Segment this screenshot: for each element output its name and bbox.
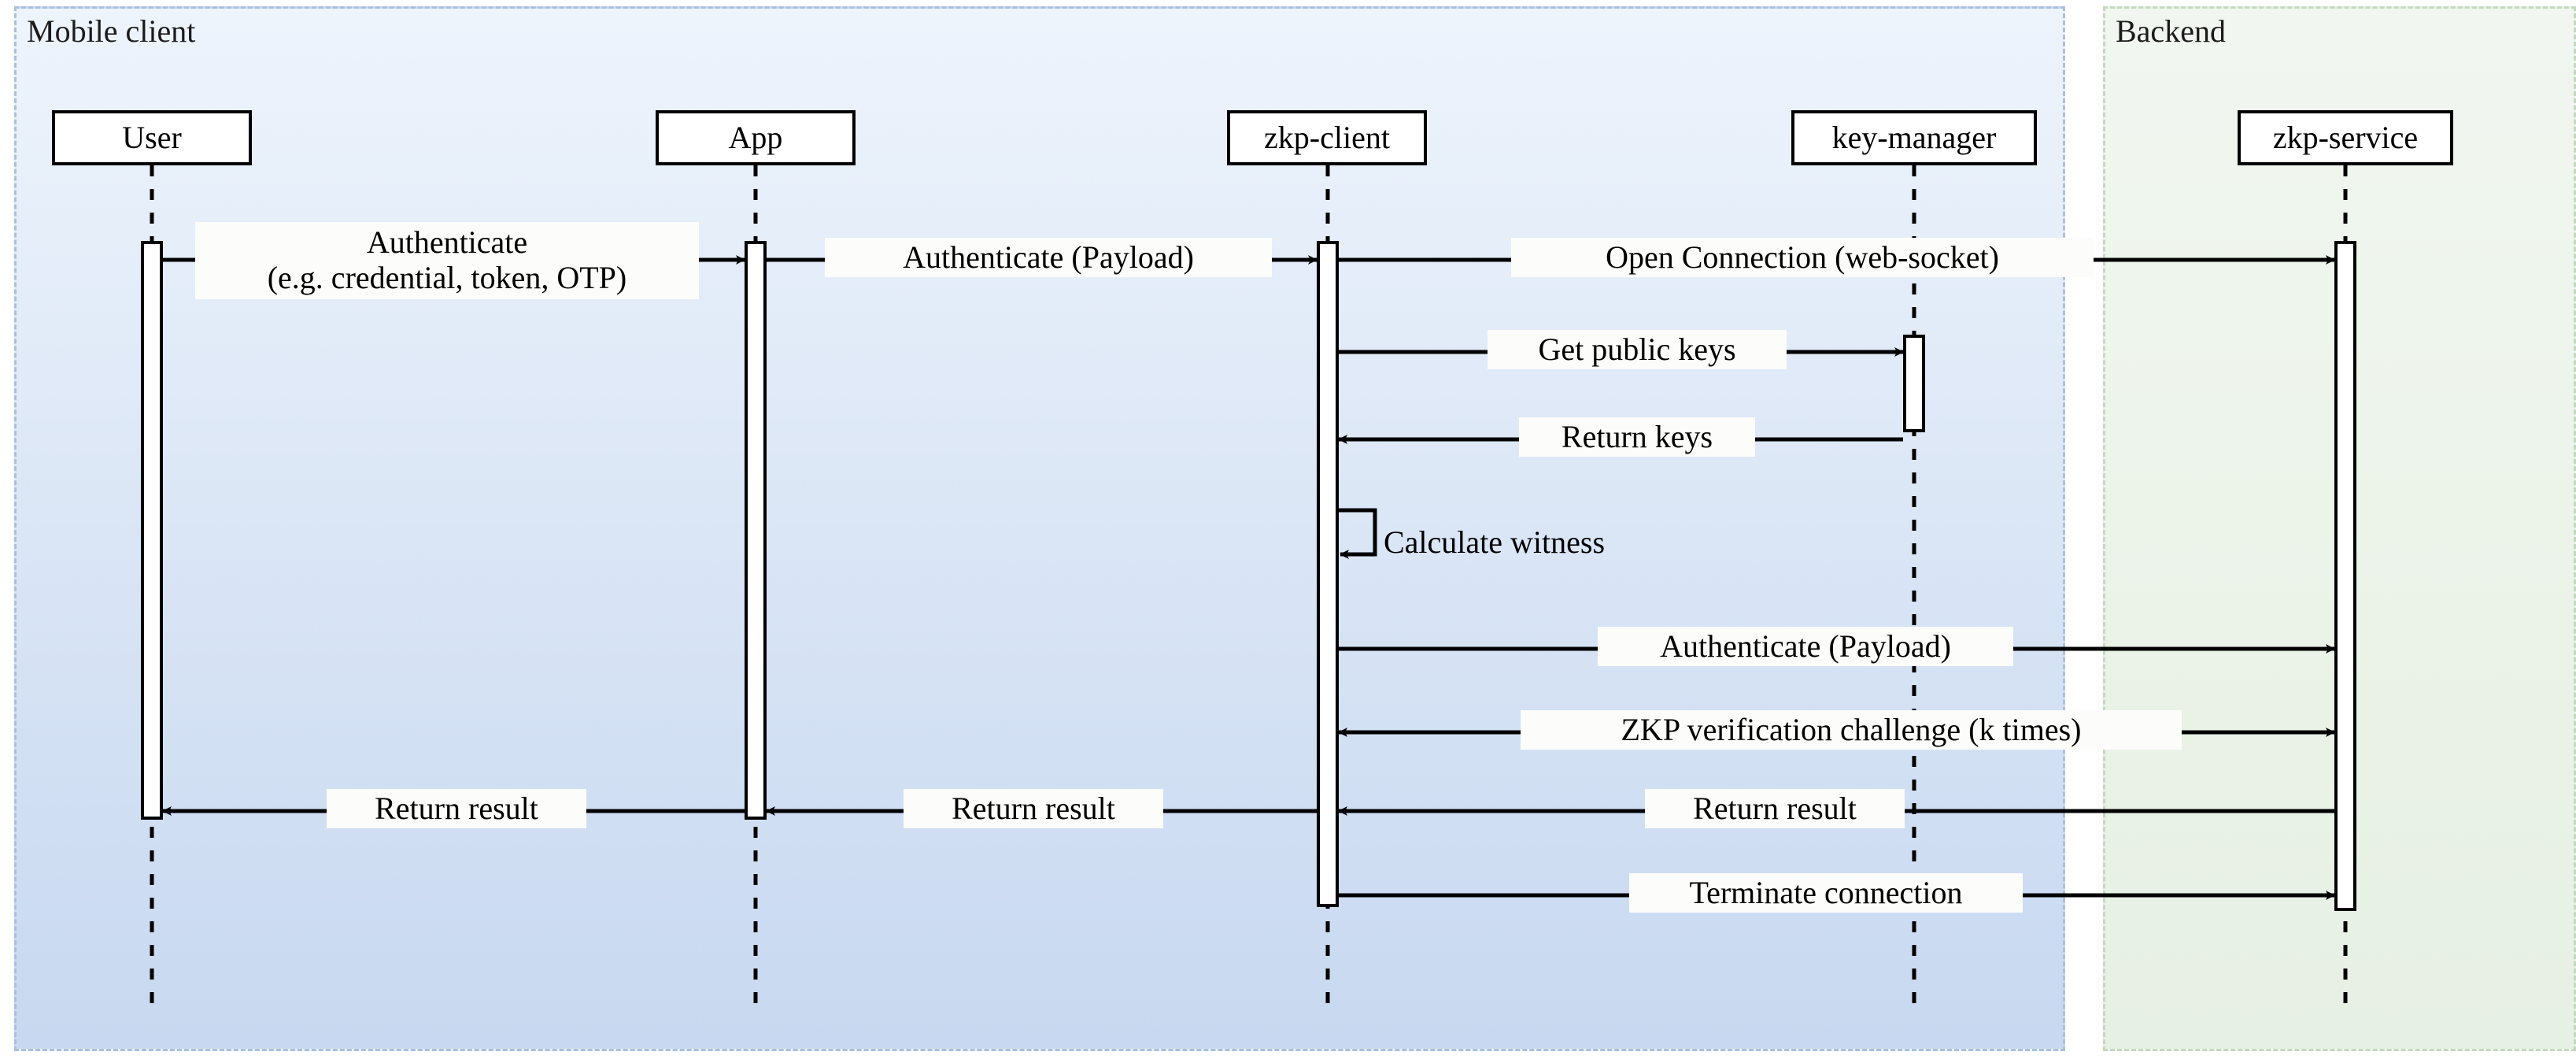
- message-label-m3: Open Connection (web-socket): [1511, 238, 2094, 278]
- participant-box-key-manager[interactable]: key-manager: [1791, 110, 2037, 165]
- message-label-m7: Authenticate (Payload): [1598, 627, 2013, 667]
- message-label-m9: Return result: [1645, 789, 1905, 829]
- activation-bar-key-manager: [1903, 335, 1925, 432]
- participant-box-zkp-client[interactable]: zkp-client: [1227, 110, 1427, 165]
- message-label-line: Return result: [952, 791, 1115, 826]
- participant-label-key-manager: key-manager: [1831, 120, 1997, 155]
- message-label-m12: Terminate connection: [1629, 873, 2023, 913]
- message-arrow-m6: [1339, 508, 1377, 559]
- participant-label-user: User: [122, 120, 182, 155]
- activation-bar-app: [745, 241, 767, 820]
- message-label-m2: Authenticate (Payload): [825, 238, 1272, 278]
- participant-box-user[interactable]: User: [52, 110, 252, 165]
- participant-box-zkp-service[interactable]: zkp-service: [2238, 110, 2453, 165]
- message-label-m5: Return keys: [1519, 417, 1755, 457]
- message-label-line: ZKP verification challenge (k times): [1621, 712, 2082, 747]
- message-label-line: Get public keys: [1538, 331, 1736, 367]
- message-label-m8: ZKP verification challenge (k times): [1521, 710, 2182, 750]
- message-label-m1: Authenticate(e.g. credential, token, OTP…: [195, 222, 699, 299]
- activation-bar-zkp-service: [2334, 241, 2356, 911]
- message-label-line: Return result: [375, 791, 538, 826]
- activation-bar-user: [141, 241, 163, 820]
- message-label-line: Open Connection (web-socket): [1606, 239, 1999, 275]
- participant-label-zkp-client: zkp-client: [1264, 120, 1390, 155]
- message-label-line: Terminate connection: [1689, 875, 1963, 910]
- message-label-m11: Return result: [327, 789, 586, 829]
- message-label-line: Calculate witness: [1384, 524, 1606, 560]
- message-label-m10: Return result: [904, 789, 1163, 829]
- message-label-line: Authenticate (Payload): [903, 239, 1194, 275]
- group-mobile-client-label: Mobile client: [27, 13, 196, 49]
- group-backend-label: Backend: [2116, 13, 2226, 49]
- participant-label-zkp-service: zkp-service: [2272, 120, 2419, 155]
- message-label-line: Return result: [1693, 791, 1857, 826]
- message-label-line: (e.g. credential, token, OTP): [267, 259, 627, 295]
- message-label-m6: Calculate witness: [1377, 523, 1708, 562]
- message-label-line: Return keys: [1561, 419, 1713, 454]
- participant-label-app: App: [728, 120, 783, 155]
- message-label-line: Authenticate (Payload): [1660, 628, 1951, 664]
- message-label-line: Authenticate: [366, 224, 528, 260]
- activation-bar-zkp-client: [1317, 241, 1339, 907]
- message-label-m4: Get public keys: [1488, 330, 1787, 370]
- participant-box-app[interactable]: App: [656, 110, 856, 165]
